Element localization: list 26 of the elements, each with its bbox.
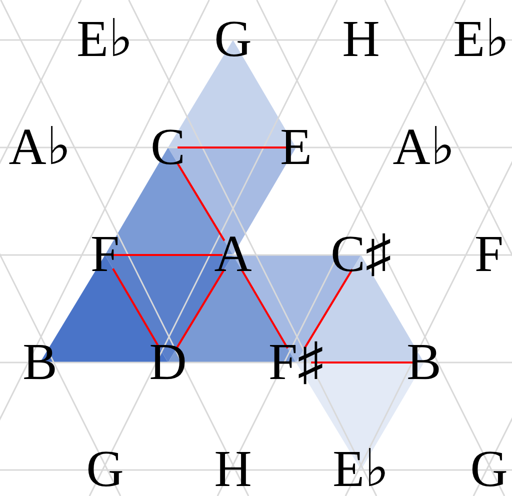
connector-line xyxy=(240,268,288,349)
connector-line xyxy=(176,268,226,349)
note-name: C♯ xyxy=(330,229,392,281)
connector-line xyxy=(311,362,414,364)
note-name: B xyxy=(406,336,442,388)
note-name: A♭ xyxy=(392,122,456,174)
note-name: H xyxy=(214,444,252,496)
note-name: E♭ xyxy=(332,444,390,496)
note-name: E xyxy=(280,122,312,174)
note-name: A♭ xyxy=(8,122,72,174)
note-name: G xyxy=(214,14,252,66)
note-name: A xyxy=(214,229,252,281)
note-name: H xyxy=(342,14,380,66)
note-name: F xyxy=(90,229,120,281)
note-name: G xyxy=(86,444,124,496)
connector-line xyxy=(178,146,288,148)
note-name: E♭ xyxy=(76,14,134,66)
note-name: B xyxy=(22,336,58,388)
note-name: C xyxy=(150,122,186,174)
note-name: F♯ xyxy=(268,336,324,388)
connector-line xyxy=(112,254,223,256)
note-name: F xyxy=(474,229,504,281)
connector-line xyxy=(304,268,354,349)
connector-line xyxy=(176,161,226,242)
note-name: G xyxy=(470,444,508,496)
note-name: E♭ xyxy=(453,14,510,66)
